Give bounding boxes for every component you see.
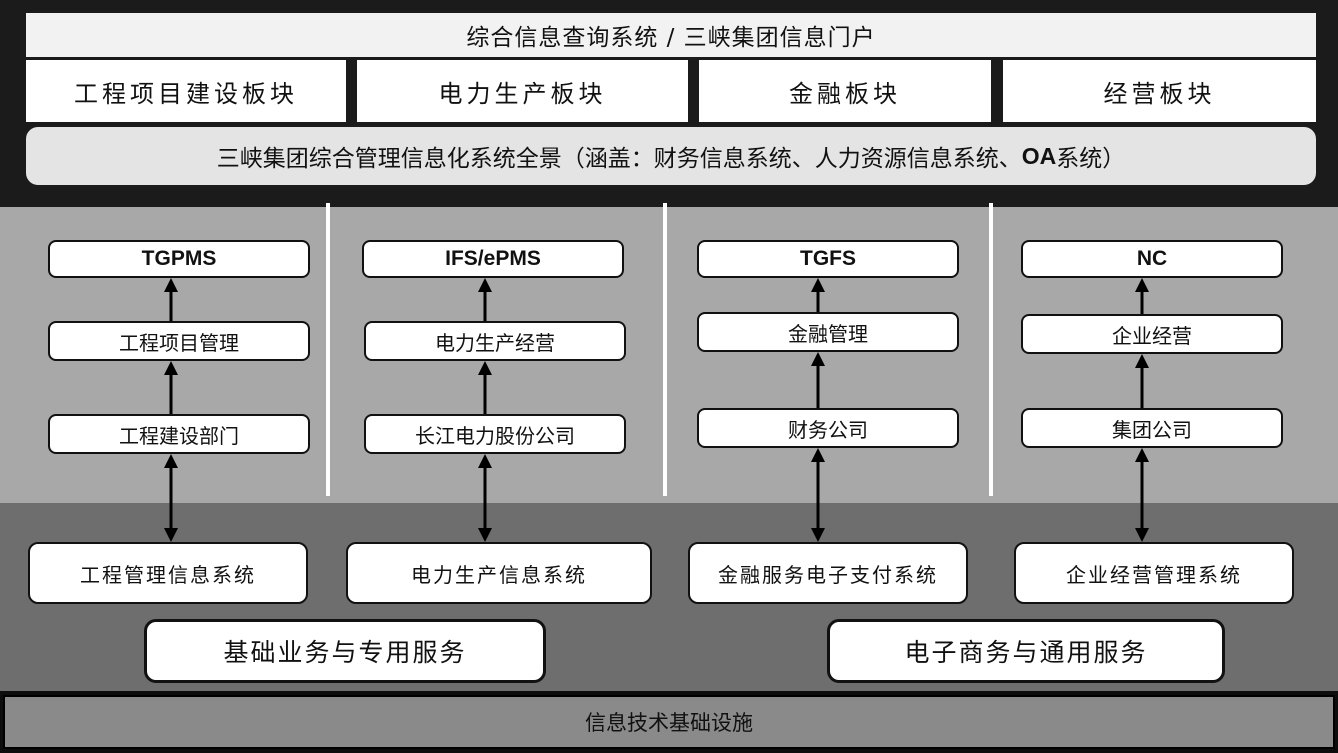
application-box-finance: 金融服务电子支付系统 <box>688 542 968 604</box>
arrow-up-icon <box>1135 278 1149 314</box>
service-box-basic: 基础业务与专用服务 <box>144 619 546 683</box>
column-separator <box>989 203 993 496</box>
arrow-up-icon <box>478 361 492 414</box>
module-power-production: 电力生产板块 <box>357 60 688 122</box>
department-box-finance: 财务公司 <box>697 408 959 448</box>
department-box-operations: 集团公司 <box>1021 408 1283 448</box>
column-separator <box>663 203 667 496</box>
double-arrow-icon <box>1135 448 1149 542</box>
overview-text-before: 三峡集团综合管理信息化系统全景（涵盖：财务信息系统、人力资源信息系统、 <box>216 146 1022 172</box>
portal-title: 综合信息查询系统 / 三峡集团信息门户 <box>26 13 1316 57</box>
arrow-up-icon <box>164 278 178 321</box>
department-box-power: 长江电力股份公司 <box>364 414 626 454</box>
arrow-up-icon <box>478 278 492 321</box>
department-box-engineering: 工程建设部门 <box>48 414 310 454</box>
function-box-engineering: 工程项目管理 <box>48 321 310 361</box>
overview-text-after: 系统） <box>1056 146 1126 172</box>
service-box-ecommerce: 电子商务与通用服务 <box>827 619 1225 683</box>
arrow-up-icon <box>811 352 825 408</box>
arrow-up-icon <box>1135 354 1149 408</box>
double-arrow-icon <box>164 454 178 542</box>
column-separator <box>326 203 330 496</box>
application-box-engineering: 工程管理信息系统 <box>28 542 308 604</box>
overview-text-bold: OA <box>1021 142 1057 169</box>
function-box-finance: 金融管理 <box>697 312 959 352</box>
system-box-tgpms: TGPMS <box>48 240 310 278</box>
module-engineering: 工程项目建设板块 <box>26 60 346 122</box>
application-box-power: 电力生产信息系统 <box>346 542 652 604</box>
system-box-ifs-epms: IFS/ePMS <box>362 240 624 278</box>
function-box-power: 电力生产经营 <box>364 321 626 361</box>
module-finance: 金融板块 <box>699 60 991 122</box>
double-arrow-icon <box>478 454 492 542</box>
function-box-operations: 企业经营 <box>1021 314 1283 354</box>
arrow-up-icon <box>164 361 178 414</box>
application-box-operations: 企业经营管理系统 <box>1014 542 1294 604</box>
double-arrow-icon <box>811 448 825 542</box>
infrastructure-bar: 信息技术基础设施 <box>3 695 1335 749</box>
arrow-up-icon <box>811 278 825 312</box>
system-box-nc: NC <box>1021 240 1283 278</box>
module-operations: 经营板块 <box>1003 60 1316 122</box>
system-box-tgfs: TGFS <box>697 240 959 278</box>
